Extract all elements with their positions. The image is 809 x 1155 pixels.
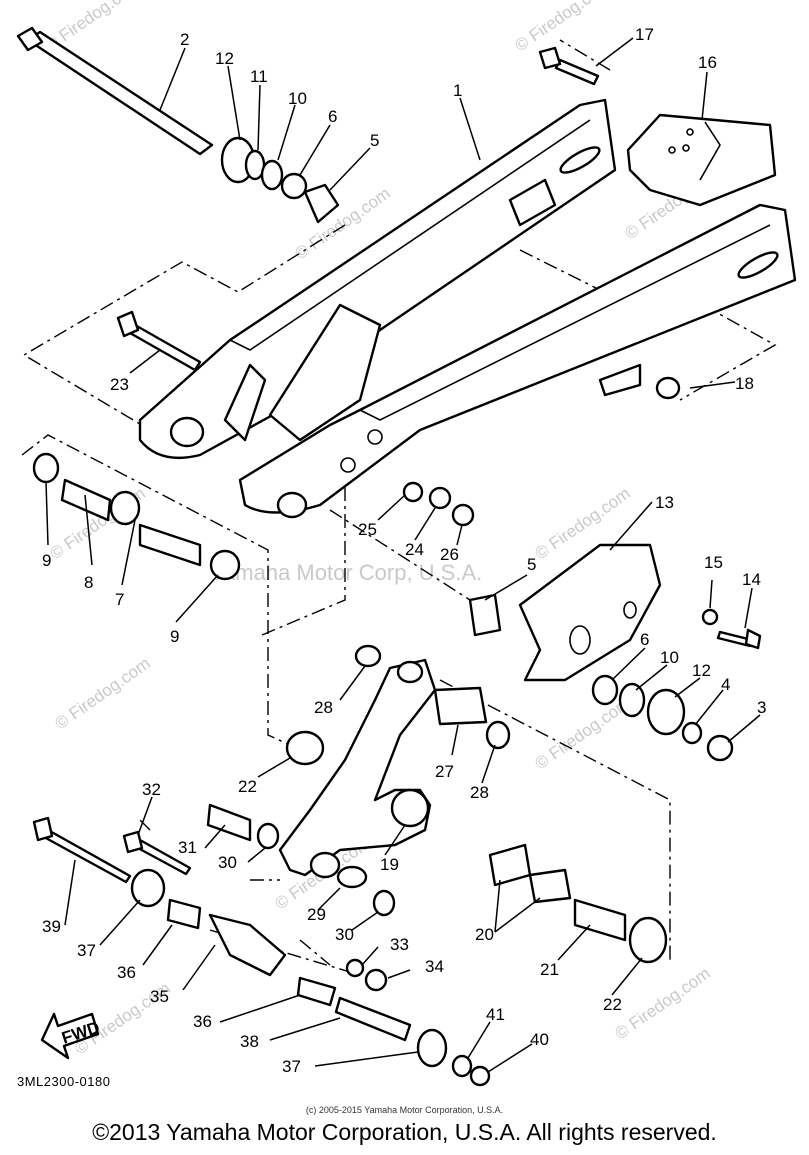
- callout-label: 22: [238, 777, 257, 796]
- callout-label: 20: [475, 925, 494, 944]
- callout-label: 6: [640, 630, 649, 649]
- callout-label: 29: [307, 905, 326, 924]
- callout-label: 28: [314, 698, 333, 717]
- callout-label: 27: [435, 762, 454, 781]
- callout-label: 19: [380, 855, 399, 874]
- callout-label: 33: [390, 935, 409, 954]
- callout-label: 38: [240, 1032, 259, 1051]
- callout-label: 9: [42, 551, 51, 570]
- callout-label: 26: [440, 545, 459, 564]
- callout-label: 31: [178, 838, 197, 857]
- callout-label: 21: [540, 960, 559, 979]
- callout-label: 7: [115, 590, 124, 609]
- callout-label: 2: [180, 30, 189, 49]
- callout-label: 10: [288, 89, 307, 108]
- callout-label: 24: [405, 540, 424, 559]
- callout-label: 9: [170, 627, 179, 646]
- callout-label: 36: [193, 1012, 212, 1031]
- callout-label: 28: [470, 783, 489, 802]
- watermark: © Firedog.com: [511, 0, 613, 55]
- callout-label: 40: [530, 1030, 549, 1049]
- callout-label: 39: [42, 917, 61, 936]
- callout-label: 35: [150, 987, 169, 1006]
- callout-label: 6: [328, 107, 337, 126]
- watermark: Yamaha Motor Corp, U.S.A.: [210, 560, 482, 585]
- callout-label: 14: [742, 570, 761, 589]
- watermark: © Firedog.com: [531, 694, 633, 774]
- callout-numbers: 1 2 3 4 5 5 6 6 7 8 9 9 10 10 11 12 12 1…: [42, 25, 766, 1076]
- callout-label: 37: [282, 1057, 301, 1076]
- callout-label: 5: [527, 555, 536, 574]
- callout-label: 11: [250, 67, 268, 86]
- callout-label: 18: [735, 374, 754, 393]
- callout-label: 5: [370, 131, 379, 150]
- chain-guide-part-16: [626, 113, 777, 207]
- callout-label: 37: [77, 941, 96, 960]
- callout-label: 15: [704, 553, 723, 572]
- callout-label: 4: [721, 675, 730, 694]
- callout-label: 12: [215, 49, 234, 68]
- callout-label: 23: [110, 375, 129, 394]
- callout-label: 1: [453, 81, 462, 100]
- callout-label: 10: [660, 648, 679, 667]
- watermark: © Firedog.com: [51, 654, 153, 734]
- relay-arm-part-19: [278, 658, 437, 879]
- callout-label: 22: [603, 995, 622, 1014]
- leader-lines: [45, 37, 761, 1073]
- chain-slider-part-13: [518, 543, 662, 682]
- callout-label: 34: [425, 957, 444, 976]
- callout-label: 12: [692, 661, 711, 680]
- callout-label: 30: [335, 925, 354, 944]
- callout-label: 41: [486, 1005, 505, 1024]
- main-copyright: ©2013 Yamaha Motor Corporation, U.S.A. A…: [92, 1119, 717, 1145]
- callout-label: 13: [655, 493, 674, 512]
- diagram-code: 3ML2300-0180: [17, 1074, 111, 1089]
- callout-label: 32: [142, 780, 161, 799]
- callout-label: 17: [635, 25, 654, 44]
- small-copyright: (c) 2005-2015 Yamaha Motor Corporation, …: [305, 1105, 504, 1115]
- callout-label: 36: [117, 963, 136, 982]
- small-parts: [32, 136, 734, 1087]
- callout-label: 3: [757, 698, 766, 717]
- callout-label: 30: [218, 853, 237, 872]
- callout-label: 16: [698, 53, 717, 72]
- swingarm-part-1: [138, 98, 797, 519]
- bolts: [16, 26, 762, 884]
- callout-label: 25: [358, 520, 377, 539]
- watermark: © Firedog.com: [611, 964, 713, 1044]
- fwd-arrow-icon: FWD: [40, 1012, 102, 1060]
- callout-label: 8: [84, 573, 93, 592]
